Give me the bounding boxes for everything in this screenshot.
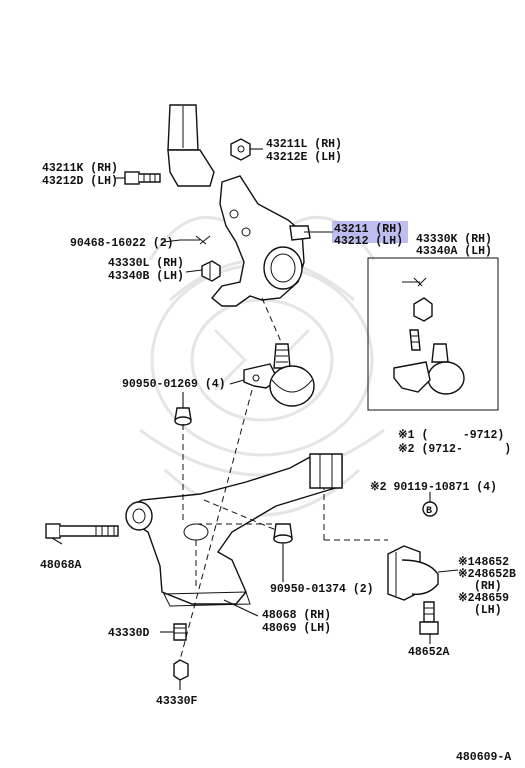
label-90468-16022[interactable]: 90468-16022 (2) — [70, 237, 174, 250]
bolt-43211k — [124, 171, 161, 185]
note-1: ※1 ( -9712) — [398, 428, 504, 442]
label-248652b[interactable]: ※248652B — [458, 567, 516, 581]
bolt-48652a — [419, 601, 439, 635]
label-43330l[interactable]: 43330L (RH) — [108, 257, 184, 270]
ball-joint-inset — [367, 257, 499, 411]
label-rh: (RH) — [474, 580, 502, 593]
bushing-90950-01269 — [174, 407, 192, 426]
assembly-dashed-lines — [179, 297, 388, 661]
label-48068[interactable]: 48068 (RH) — [262, 609, 331, 622]
label-43212d[interactable]: 43212D (LH) — [42, 175, 118, 188]
lower-ball-joint — [243, 343, 315, 407]
cotter-pin-90468 — [180, 235, 211, 245]
label-43340a[interactable]: 43340A (LH) — [416, 245, 492, 258]
stabilizer-bracket — [387, 545, 439, 601]
label-90119-10871[interactable]: ※2 90119-10871 (4) — [370, 480, 497, 494]
label-43211[interactable]: 43211 (RH) — [334, 223, 403, 236]
label-90950-01374[interactable]: 90950-01374 (2) — [270, 583, 374, 596]
bushing-90950-01374 — [273, 523, 293, 544]
label-43212[interactable]: 43212 (LH) — [334, 235, 403, 248]
label-48652a[interactable]: 48652A — [408, 646, 450, 659]
label-43211k[interactable]: 43211K (RH) — [42, 162, 118, 175]
strut-assembly — [167, 104, 215, 187]
label-48069[interactable]: 48069 (LH) — [262, 622, 331, 635]
label-43212e[interactable]: 43212E (LH) — [266, 151, 342, 164]
label-148652[interactable]: ※148652 — [458, 555, 509, 569]
label-90950-01269[interactable]: 90950-01269 (4) — [122, 378, 226, 391]
label-248659[interactable]: ※248659 — [458, 591, 509, 605]
label-43330d[interactable]: 43330D — [108, 627, 150, 640]
label-43330k[interactable]: 43330K (RH) — [416, 233, 492, 246]
leader-lines — [51, 177, 459, 690]
bolt-43330d — [173, 623, 187, 641]
highlight-43211 — [332, 221, 408, 243]
steering-knuckle — [211, 175, 311, 307]
label-b: B — [426, 506, 432, 517]
label-43340b[interactable]: 43340B (LH) — [108, 270, 184, 283]
nut-43330f — [173, 659, 189, 681]
label-lh: (LH) — [474, 604, 502, 617]
note-2: ※2 (9712- ) — [398, 442, 511, 456]
diagram-code: 480609-A — [456, 751, 511, 764]
label-48068a[interactable]: 48068A — [40, 559, 82, 572]
nut-43211l — [230, 138, 263, 161]
nut-43330l — [201, 260, 221, 282]
lower-control-arm — [125, 453, 343, 607]
bolt-48068a — [45, 523, 119, 539]
part-labels: 43211L (RH) 43212E (LH) 43211K (RH) 4321… — [40, 138, 516, 764]
label-43211l[interactable]: 43211L (RH) — [266, 138, 342, 151]
label-43330f[interactable]: 43330F — [156, 695, 198, 708]
